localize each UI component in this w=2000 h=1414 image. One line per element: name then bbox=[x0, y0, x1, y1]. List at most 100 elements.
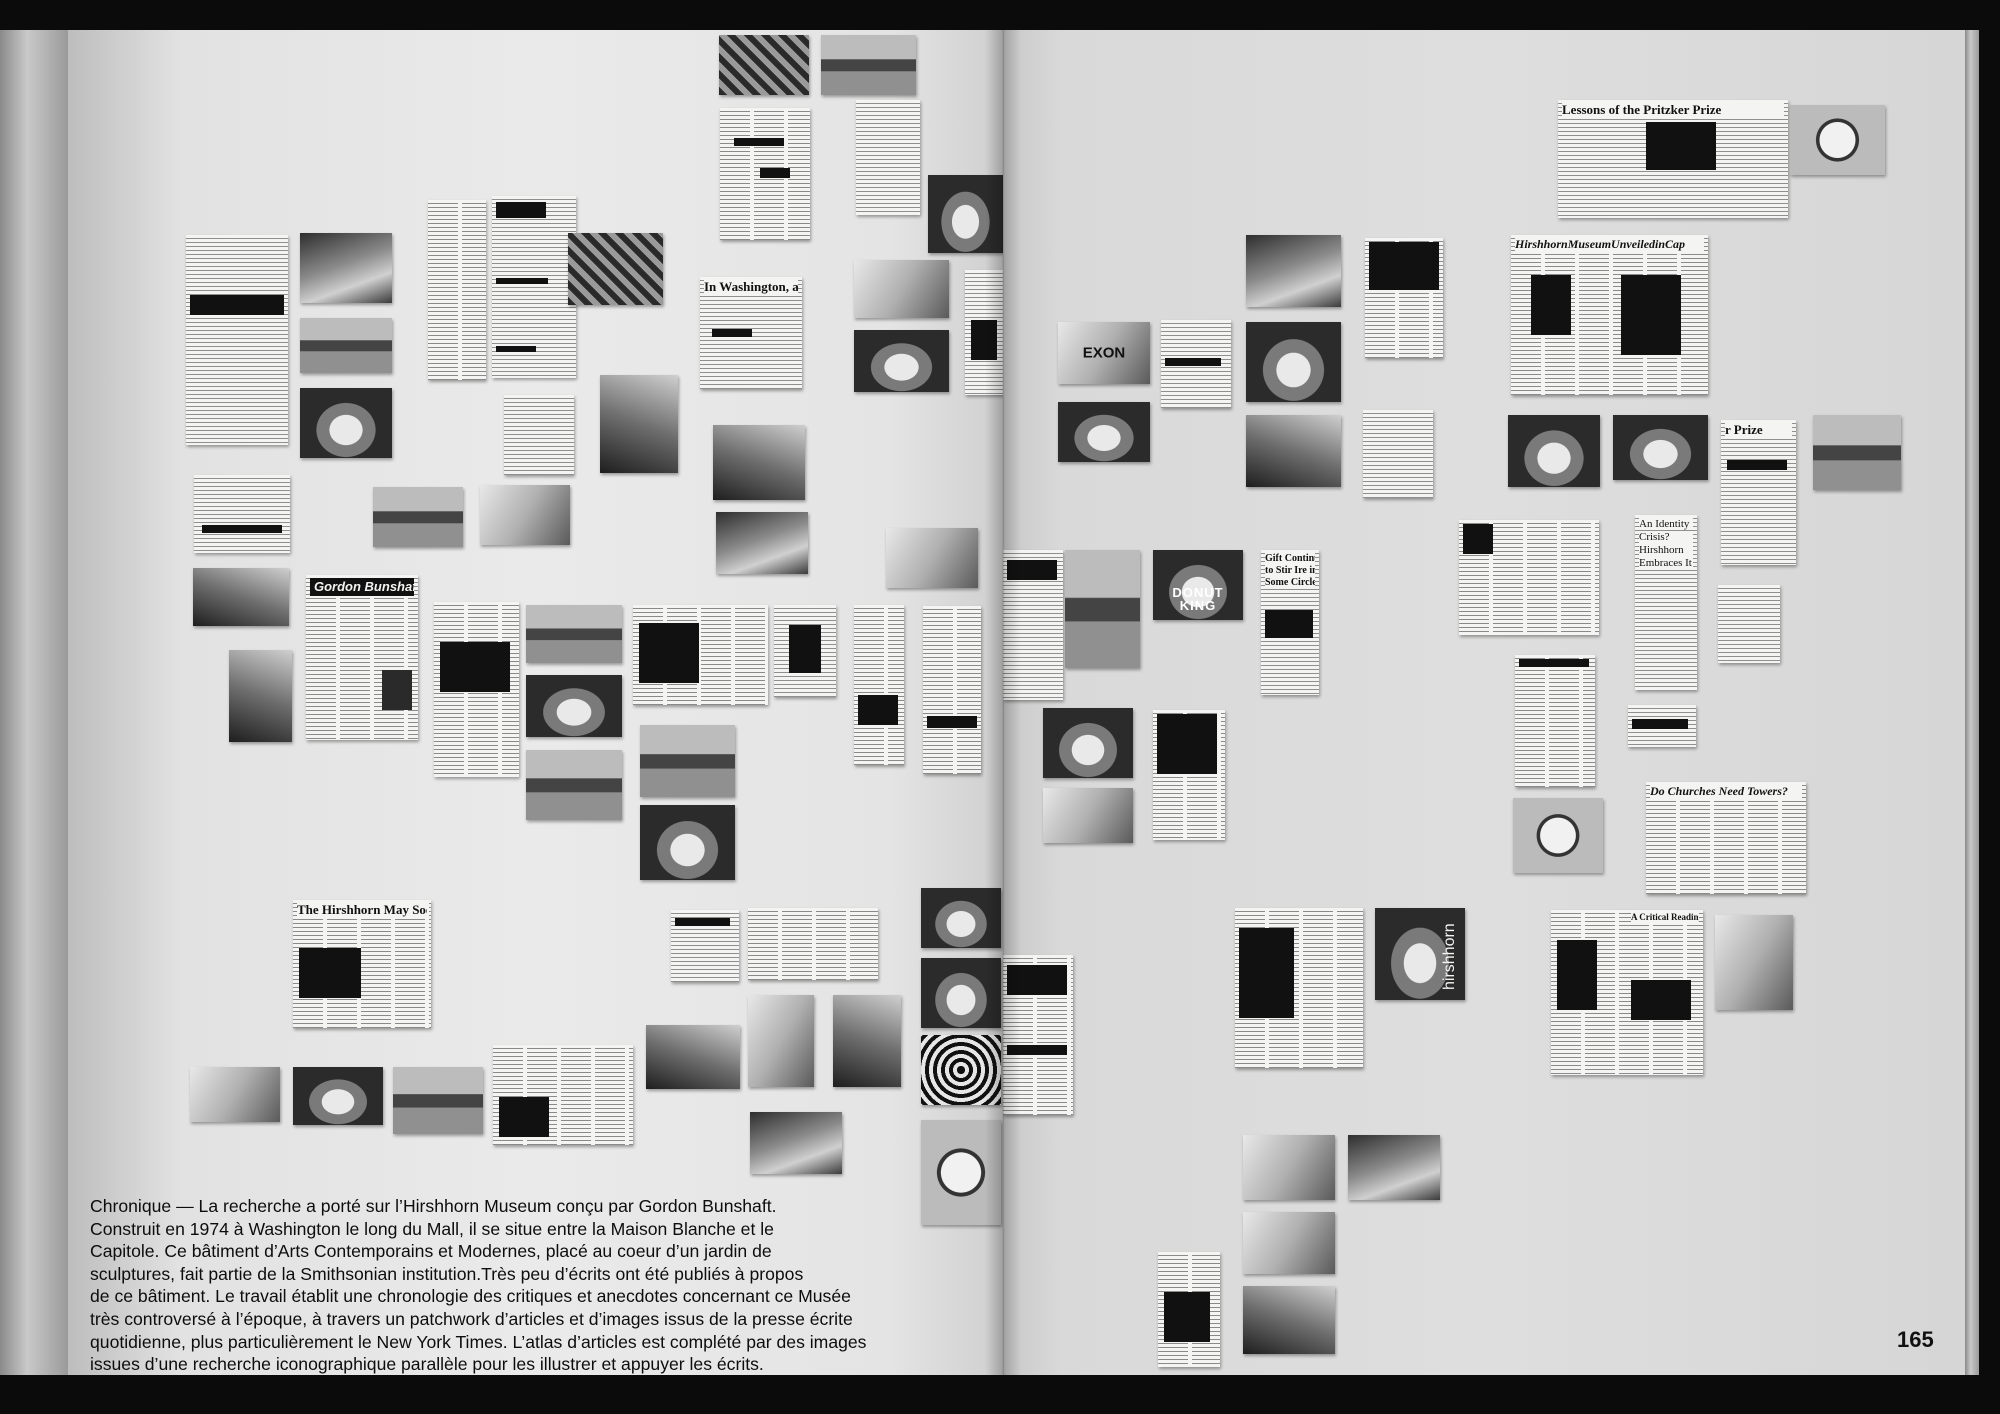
identity-headline-3: Hirshhorn bbox=[1639, 544, 1693, 557]
article-clipping: An Identity Crisis? Hirshhorn Embraces I… bbox=[1635, 515, 1697, 690]
photo-museum-facade bbox=[526, 750, 622, 820]
article-clipping: HirshhornMuseumUnveiledinCap bbox=[1511, 235, 1708, 395]
photo-object bbox=[1790, 105, 1885, 175]
article-clipping bbox=[186, 235, 288, 445]
photo-museum-drum bbox=[1058, 402, 1150, 462]
caption-line: de ce bâtiment. Le travail établit une c… bbox=[90, 1286, 851, 1307]
photo-aerial-1 bbox=[719, 35, 809, 95]
left-page-edges bbox=[0, 30, 68, 1375]
clipping-headline: Lessons of the Pritzker Prize bbox=[1562, 103, 1784, 118]
photo-pavilion bbox=[886, 528, 978, 588]
article-clipping: Gift Continues to Stir Ire in Some Circl… bbox=[1261, 550, 1319, 695]
article-clipping bbox=[504, 395, 574, 475]
article-clipping bbox=[428, 200, 486, 380]
caption-line: Chronique — La recherche a porté sur l’H… bbox=[90, 1196, 777, 1216]
photo-museum-exterior bbox=[1246, 415, 1341, 487]
photo-gallery-visitors bbox=[646, 1025, 740, 1089]
article-clipping bbox=[965, 270, 1003, 395]
article-clipping bbox=[1628, 705, 1696, 747]
article-clipping bbox=[1365, 238, 1443, 358]
photo-museum-drum bbox=[928, 175, 1003, 253]
book-gutter bbox=[985, 30, 1021, 1375]
photo-museum-aerial bbox=[526, 675, 622, 737]
photo-building bbox=[300, 233, 392, 303]
photo-hirshhorn-sign: hirshhorn bbox=[1375, 908, 1465, 1000]
article-clipping bbox=[434, 602, 519, 777]
article-clipping bbox=[748, 908, 878, 980]
right-page-edges bbox=[1965, 30, 1979, 1375]
photo-museum-drum bbox=[1613, 415, 1708, 480]
photo-museum-drum bbox=[1043, 708, 1133, 778]
photo-museum-aerial bbox=[854, 330, 949, 392]
article-clipping: Do Churches Need Towers? bbox=[1646, 782, 1806, 894]
photo-museum-arcade bbox=[640, 805, 735, 880]
photo-museum-drum bbox=[293, 1067, 383, 1125]
photo-couple-portrait bbox=[600, 375, 678, 473]
identity-headline-1: An Identity bbox=[1639, 518, 1693, 531]
identity-headline-2: Crisis? bbox=[1639, 531, 1693, 544]
article-clipping: Gordon Bunshaft, bbox=[306, 575, 418, 740]
article-clipping bbox=[856, 100, 920, 215]
article-clipping: In Washington, a Diff bbox=[700, 277, 802, 389]
donut-sign-text: DONUT KING bbox=[1172, 585, 1224, 613]
right-page: Lessons of the Pritzker Prize EXON Hirsh… bbox=[1003, 30, 1965, 1375]
article-clipping bbox=[1718, 585, 1780, 663]
article-clipping: A Critical Reading bbox=[1551, 910, 1703, 1075]
article-clipping bbox=[492, 196, 576, 378]
caption-line: quotidienne, plus particulièrement le Ne… bbox=[90, 1331, 867, 1352]
article-clipping bbox=[720, 108, 810, 240]
article-clipping bbox=[854, 605, 904, 765]
photo-museum-exterior bbox=[1246, 235, 1341, 307]
photo-sculpture-garden bbox=[1715, 915, 1793, 1010]
caption-line: Capitole. Ce bâtiment d’Arts Contemporai… bbox=[90, 1241, 772, 1262]
photo-building bbox=[373, 487, 463, 547]
caption-line: sculptures, fait partie de la Smithsonia… bbox=[90, 1263, 804, 1284]
photo-museum-drum bbox=[300, 388, 392, 458]
article-clipping bbox=[671, 910, 739, 982]
article-clipping: Lessons of the Pritzker Prize bbox=[1558, 100, 1788, 218]
identity-headline-4: Embraces It bbox=[1639, 557, 1693, 570]
clipping-headline: Do Churches Need Towers? bbox=[1650, 785, 1802, 799]
article-clipping: r Prize bbox=[1721, 420, 1796, 565]
photo-museum-drum bbox=[1508, 415, 1600, 487]
photo-plaza bbox=[190, 1067, 280, 1122]
gift-headline-3: Some Circles bbox=[1265, 577, 1315, 588]
photo-museum-facade bbox=[300, 318, 392, 373]
article-clipping: The Hirshhorn May Soon bbox=[293, 900, 431, 1028]
article-clipping bbox=[1235, 908, 1363, 1068]
photo-sketch bbox=[1513, 798, 1603, 873]
clipping-headline: HirshhornMuseumUnveiledinCap bbox=[1515, 238, 1704, 252]
photo-figure-hall bbox=[1243, 1286, 1335, 1354]
photo-site-plan bbox=[921, 1120, 1001, 1225]
photo-circular-plaza bbox=[921, 958, 1001, 1028]
clipping-headline: Gordon Bunshaft, bbox=[310, 578, 414, 597]
photo-dune bbox=[1243, 1212, 1335, 1274]
clipping-headline: The Hirshhorn May Soon bbox=[297, 903, 427, 918]
page-number: 165 bbox=[1897, 1327, 1934, 1352]
photo-aerial-2 bbox=[821, 35, 916, 95]
photo-museum-aerial bbox=[1043, 788, 1133, 843]
photo-building bbox=[1813, 415, 1901, 490]
article-clipping bbox=[493, 1045, 633, 1145]
photo-plaza-crowd bbox=[1243, 1135, 1335, 1200]
photo-donut-king: DONUT KING bbox=[1153, 550, 1243, 620]
article-clipping bbox=[194, 475, 290, 553]
gift-headline-1: Gift Continues bbox=[1265, 553, 1315, 564]
article-clipping bbox=[633, 605, 768, 705]
photo-overpass bbox=[526, 605, 622, 663]
exxon-sign-text: EXON bbox=[1082, 344, 1126, 362]
caption-line: très controversé à l’époque, à travers u… bbox=[90, 1308, 853, 1329]
article-clipping bbox=[1153, 710, 1225, 840]
left-page: In Washington, a Diff Gordon Bunshaft, bbox=[68, 30, 1003, 1375]
article-clipping bbox=[1363, 410, 1433, 498]
article-clipping bbox=[1459, 520, 1599, 635]
photo-figures bbox=[716, 512, 808, 574]
clipping-headline: A Critical Reading bbox=[1631, 913, 1699, 923]
photo-concentric-rings bbox=[921, 1035, 1001, 1105]
photo-wall-texture bbox=[1065, 550, 1140, 668]
photo-plaza-trees bbox=[1348, 1135, 1440, 1200]
article-clipping bbox=[923, 606, 981, 774]
hirshhorn-sign-text: hirshhorn bbox=[1441, 923, 1458, 990]
photo-exxon-sign: EXON bbox=[1058, 322, 1150, 384]
